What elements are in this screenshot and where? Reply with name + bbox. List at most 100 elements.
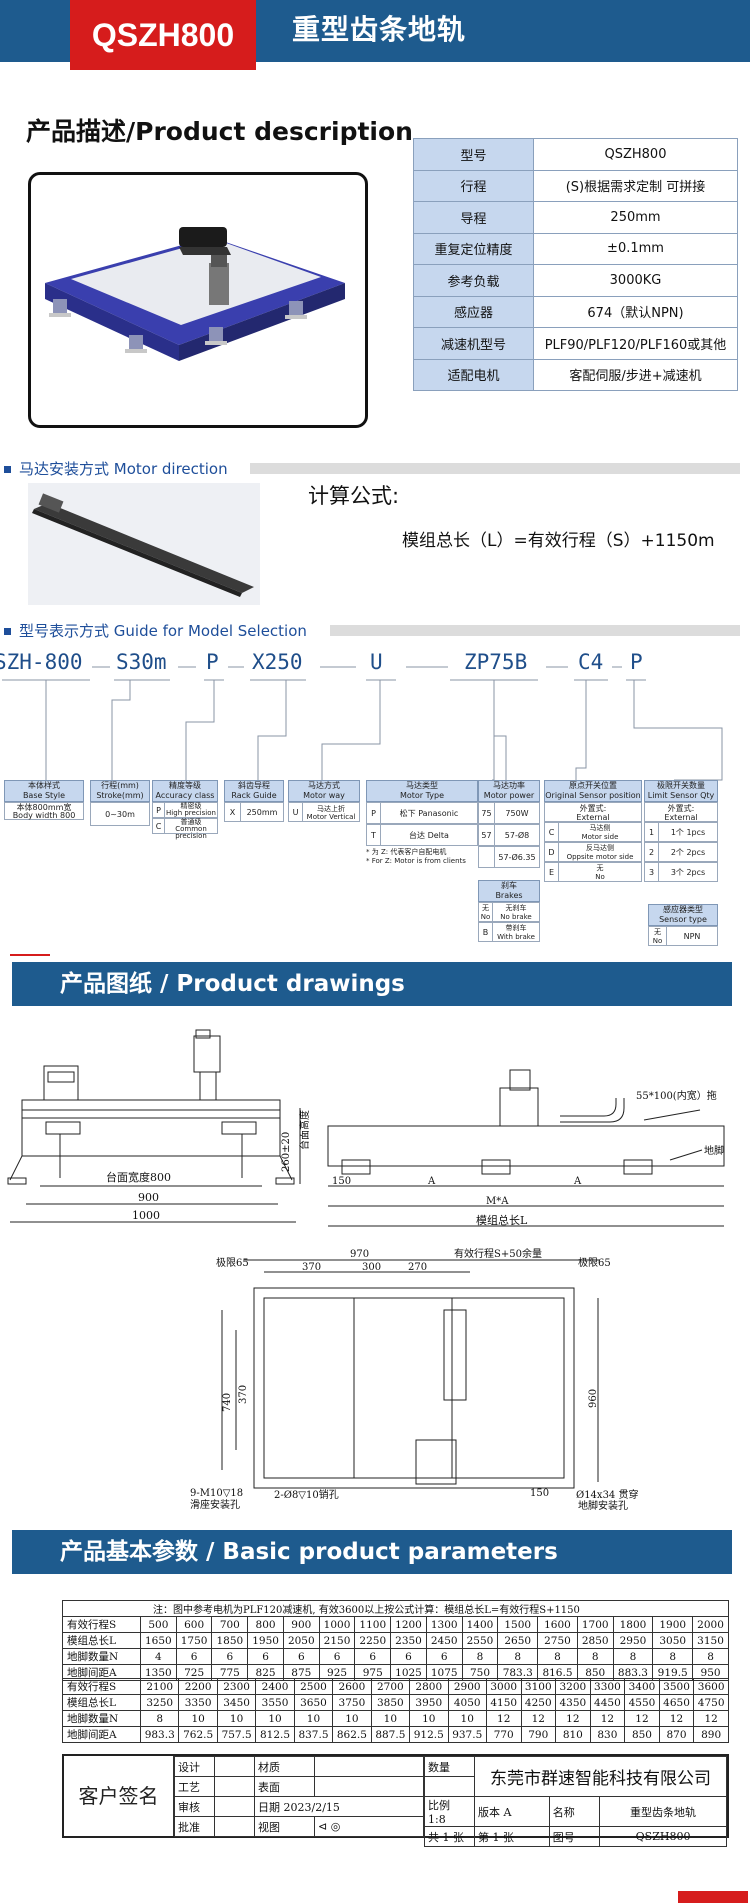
option-cn: 无 (596, 864, 604, 872)
tb-empty (214, 1756, 255, 1777)
spec-value: PLF90/PLF120/PLF160或其他 (533, 327, 738, 360)
table-cell: 3950 (409, 1694, 449, 1711)
box-row: 57-Ø6.35 (478, 846, 540, 868)
box-sub: 外置式:External (544, 802, 642, 822)
box-title-en: Original Sensor position (545, 791, 641, 800)
option-cn: 3个 (670, 868, 684, 877)
box-title-cn: 马达类型 (406, 781, 438, 790)
option-code: 57 (479, 825, 495, 845)
table-cell: 983.3 (139, 1726, 180, 1743)
note-row: 注：图中参考电机为PLF120减速机, 有效3600以上按公式计算：模组总长L=… (62, 1600, 729, 1617)
tb-row: 设计材质 (174, 1756, 424, 1777)
foot-label: 地脚 (704, 1144, 724, 1157)
param-note: 注：图中参考电机为PLF120减速机, 有效3600以上按公式计算：模组总长L=… (62, 1600, 729, 1617)
table-cell: 6 (175, 1648, 213, 1665)
dim-300-label: 300 (362, 1262, 381, 1273)
title-block: 客户签名 设计材质 工艺表面 审核日期 2023/2/15 批准视图⊲ ◎ 数量… (62, 1754, 729, 1847)
box-sub-en: External (664, 813, 698, 822)
tb-view: 视图 (254, 1816, 315, 1837)
tb-date-value: 2023/2/15 (283, 1800, 340, 1814)
through-hole-label: Ø14x34 贯穿 (576, 1488, 638, 1501)
tb-company: 东莞市群速智能科技有限公司 (474, 1756, 727, 1797)
option-cn: 无刹车 (505, 904, 527, 912)
spec-key: 型号 (413, 138, 534, 171)
box-title-cn: 马达功率 (493, 781, 525, 790)
table-cell: 12 (485, 1710, 522, 1727)
table-cell: 3200 (555, 1678, 591, 1695)
motor-direction-image (28, 483, 260, 605)
limit-left-label: 极限65 (216, 1256, 249, 1269)
table-cell: 10 (178, 1710, 218, 1727)
table-cell: 1800 (612, 1616, 654, 1633)
spec-row: 适配电机客配伺服/步进+减速机 (413, 358, 738, 391)
spec-key: 减速机型号 (413, 327, 534, 360)
table-cell: 762.5 (178, 1726, 218, 1743)
tb-empty (424, 1776, 475, 1797)
height-label: 260±20 (281, 1132, 292, 1172)
tb-row: 批准视图⊲ ◎ (174, 1816, 424, 1837)
box-sub-cn: 外置式: (579, 804, 607, 813)
formula-title: 计算公式: (308, 484, 400, 508)
table-cell: 2050 (282, 1632, 320, 1649)
table-cell: 4650 (658, 1694, 695, 1711)
option-en: Panasonic (418, 809, 459, 818)
tb-row: 数量东莞市群速智能科技有限公司 (424, 1756, 727, 1797)
table-cell: 6 (247, 1648, 284, 1665)
table-cell: 2400 (255, 1678, 295, 1695)
table-cell: 3000 (485, 1678, 522, 1695)
tb-row: 审核日期 2023/2/15 (174, 1796, 424, 1817)
table-cell: 2000 (692, 1616, 729, 1633)
table-cell: 4 (140, 1648, 177, 1665)
dim-960-label: 960 (588, 1389, 599, 1408)
table-cell: 3150 (692, 1632, 729, 1649)
option-en: 1pcs (686, 828, 706, 837)
row-label: 模组总长L (62, 1632, 141, 1649)
tb-row: 工艺表面 (174, 1776, 424, 1797)
table-cell: 500 (140, 1616, 177, 1633)
option-en: Delta (427, 831, 449, 840)
tb-empty (214, 1776, 255, 1797)
spec-value: 250mm (533, 201, 738, 234)
box-sub-cn: 外置式: (667, 804, 695, 813)
tb-scale-value: 1:8 (428, 1813, 446, 1826)
section-divider (250, 463, 740, 474)
table-cell: 10 (370, 1710, 411, 1727)
section-square-icon (4, 628, 11, 635)
box-title-cn: 马达方式 (308, 781, 340, 790)
table-cell: 900 (282, 1616, 320, 1633)
motor-note-en: * For Z: Motor is from clients (366, 857, 466, 865)
spec-value: 3000KG (533, 264, 738, 297)
table-cell: 3350 (178, 1694, 218, 1711)
tb-drawing-no-label: 图号 (548, 1826, 601, 1847)
tb-total-unit: 张 (453, 1830, 464, 1844)
box-title-cn: 本体样式 (28, 781, 60, 790)
option-code (479, 847, 495, 867)
table-cell: 700 (211, 1616, 249, 1633)
stroke-box: 行程(mm)Stroke(mm) 0~30m (90, 780, 150, 826)
table-width-label: 台面宽度800 (106, 1170, 171, 1184)
option-cn: 反马达侧 (586, 844, 614, 852)
code-stroke: S30m (116, 650, 167, 674)
row-label: 地脚数量N (62, 1648, 141, 1665)
tb-version: 版本 A (474, 1796, 550, 1827)
option-cn: 带刹车 (505, 924, 527, 932)
option-code: 75 (479, 803, 495, 823)
option-code: 无 No (649, 927, 667, 945)
tb-quantity: 数量 (424, 1756, 475, 1777)
box-title-en: Accuracy class (155, 791, 215, 800)
table-cell: 6 (282, 1648, 320, 1665)
tb-scale-label: 比例 (428, 1799, 450, 1812)
table-cell: 1850 (211, 1632, 249, 1649)
section-divider (330, 625, 740, 636)
